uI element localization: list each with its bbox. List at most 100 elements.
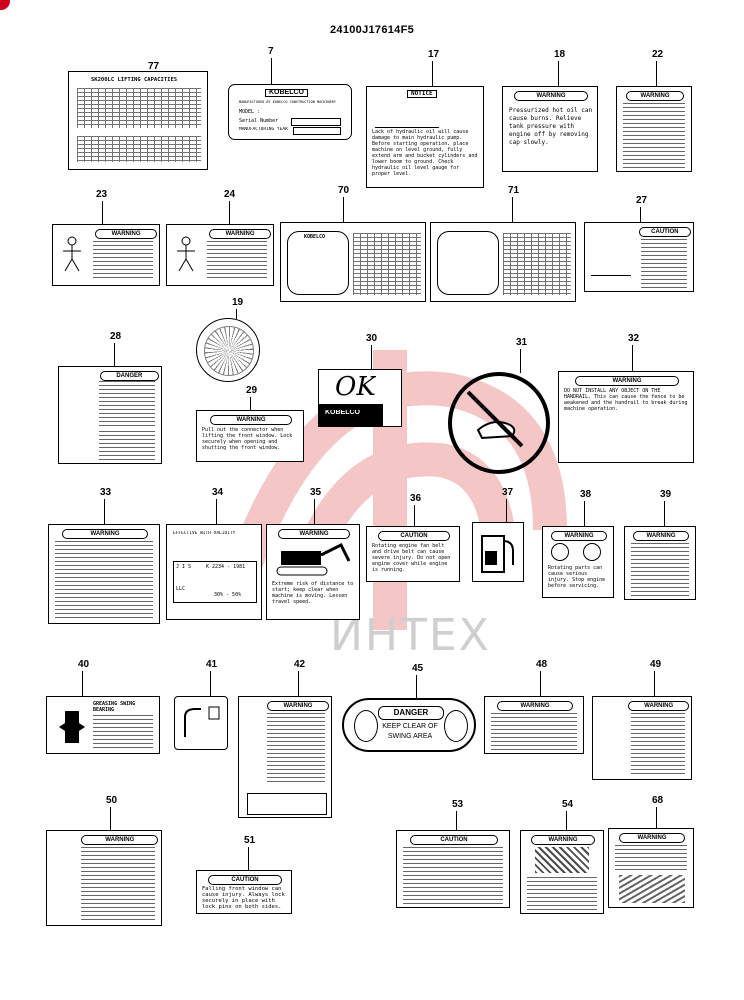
label-68-warning: WARNING <box>608 828 694 908</box>
leader-line <box>82 671 83 697</box>
label-19-round-decal <box>196 318 260 382</box>
leader-line <box>512 197 513 223</box>
right-hazard-icon <box>444 710 468 742</box>
spec-code: J I S <box>176 564 192 570</box>
battery-pictogram <box>247 793 327 815</box>
callout-28: 28 <box>110 331 122 342</box>
label-heading: CAUTION <box>208 875 282 885</box>
label-body: Pull out the connector when lifting the … <box>202 427 293 451</box>
label-body: Rotating parts can cause serious injury.… <box>548 565 606 589</box>
callout-41: 41 <box>206 659 218 670</box>
label-27-caution: CAUTION <box>584 222 694 292</box>
callout-42: 42 <box>294 659 306 670</box>
text-block <box>55 541 153 621</box>
text-block <box>403 847 503 905</box>
label-53-caution: CAUTION <box>396 830 510 908</box>
manufacturer-line: MANUFACTURED BY KOBELCO CONSTRUCTION MAC… <box>239 100 336 104</box>
leader-line <box>654 671 655 697</box>
label-body: Pressurized hot oil can cause burns. Rel… <box>509 107 593 146</box>
leader-line <box>104 499 105 525</box>
text-block <box>81 847 155 923</box>
label-heading: WARNING <box>551 531 607 541</box>
label-33-warning: WARNING <box>48 524 160 624</box>
callout-30: 30 <box>366 333 378 344</box>
leader-line <box>656 61 657 87</box>
leader-line <box>250 397 251 411</box>
fuel-pump-icon <box>481 535 505 573</box>
label-body: Rotating engine fan belt and drive belt … <box>372 543 451 573</box>
leader-line <box>210 671 211 697</box>
callout-71: 71 <box>508 185 520 196</box>
leader-line <box>314 499 315 525</box>
hazard-pictogram <box>243 713 263 783</box>
label-23-warning: WARNING <box>52 224 160 286</box>
label-heading: WARNING <box>266 701 330 711</box>
leader-line <box>271 58 272 85</box>
text-block <box>615 845 687 871</box>
leader-line <box>248 847 249 871</box>
excavator-pictogram <box>597 727 627 753</box>
excavator-pictogram <box>375 101 439 128</box>
year-box <box>293 127 341 135</box>
label-line2: SWING AREA <box>387 733 433 740</box>
label-54-warning: WARNING <box>520 830 604 914</box>
callout-33: 33 <box>100 487 112 498</box>
callout-45: 45 <box>412 663 424 674</box>
text-block <box>491 713 577 751</box>
leader-line <box>416 675 417 699</box>
callout-51: 51 <box>244 835 256 846</box>
label-heading: DANGER <box>378 706 444 720</box>
callout-35: 35 <box>310 487 322 498</box>
leader-line <box>216 499 217 525</box>
callout-23: 23 <box>96 189 108 200</box>
label-heading: WARNING <box>628 701 690 711</box>
text-block <box>267 713 325 785</box>
lever-icon <box>184 706 220 737</box>
hazard-pictogram <box>535 847 589 873</box>
capacity-table <box>77 136 201 162</box>
label-77-lifting-capacities: SK200LC LIFTING CAPACITIES <box>68 71 208 170</box>
callout-17: 17 <box>428 49 440 60</box>
label-heading: WARNING <box>575 376 679 386</box>
label-49-warning: WARNING <box>592 696 692 780</box>
fan-icon <box>551 543 569 561</box>
text-block <box>99 381 155 427</box>
capacity-table <box>77 88 201 128</box>
label-50-warning: WARNING <box>46 830 162 926</box>
label-body: DO NOT INSTALL ANY OBJECT ON THE HANDRAI… <box>564 388 688 412</box>
leader-line <box>432 61 433 87</box>
label-42-warning: WARNING <box>238 696 332 818</box>
label-heading: GREASING SWING BEARING <box>93 701 136 713</box>
label-24-warning: WARNING <box>166 224 274 286</box>
label-31-no-step-sign <box>448 372 550 474</box>
label-heading: CAUTION <box>639 227 691 237</box>
label-line1: KEEP CLEAR OF <box>382 723 438 730</box>
leader-line <box>343 197 344 223</box>
label-30-kobelco-plate: OK KOBELCO <box>318 369 402 427</box>
callout-50: 50 <box>106 795 118 806</box>
label-40-greasing: GREASING SWING BEARING <box>46 696 160 754</box>
callout-68: 68 <box>652 795 664 806</box>
machine-diagram: KOBELCO <box>287 231 349 295</box>
label-heading: WARNING <box>209 229 271 239</box>
callout-54: 54 <box>562 799 574 810</box>
leader-line <box>414 505 415 527</box>
label-17-notice: NOTICE Lack of hydraulic oil will cause … <box>366 86 484 188</box>
page-title: 24100J17614F5 <box>329 24 415 36</box>
machine-topview-icon <box>59 707 85 747</box>
corner-marker <box>0 0 10 10</box>
label-body: EFFECTIVE WITH VALIDITY <box>173 531 236 536</box>
hazard-pictogram <box>619 875 685 903</box>
callout-22: 22 <box>652 49 664 60</box>
person-pictogram <box>171 233 201 279</box>
electric-shock-pictogram <box>63 389 97 429</box>
leader-line <box>371 345 372 370</box>
leader-line <box>540 671 541 697</box>
label-heading: WARNING <box>62 529 148 539</box>
label-38-warning: WARNING Rotating parts can cause serious… <box>542 526 614 598</box>
callout-38: 38 <box>580 489 592 500</box>
brand-strip: KOBELCO <box>319 404 383 426</box>
label-heading: WARNING <box>496 701 574 711</box>
text-block <box>641 239 687 289</box>
label-18-warning: WARNING Pressurized hot oil can cause bu… <box>502 86 598 172</box>
